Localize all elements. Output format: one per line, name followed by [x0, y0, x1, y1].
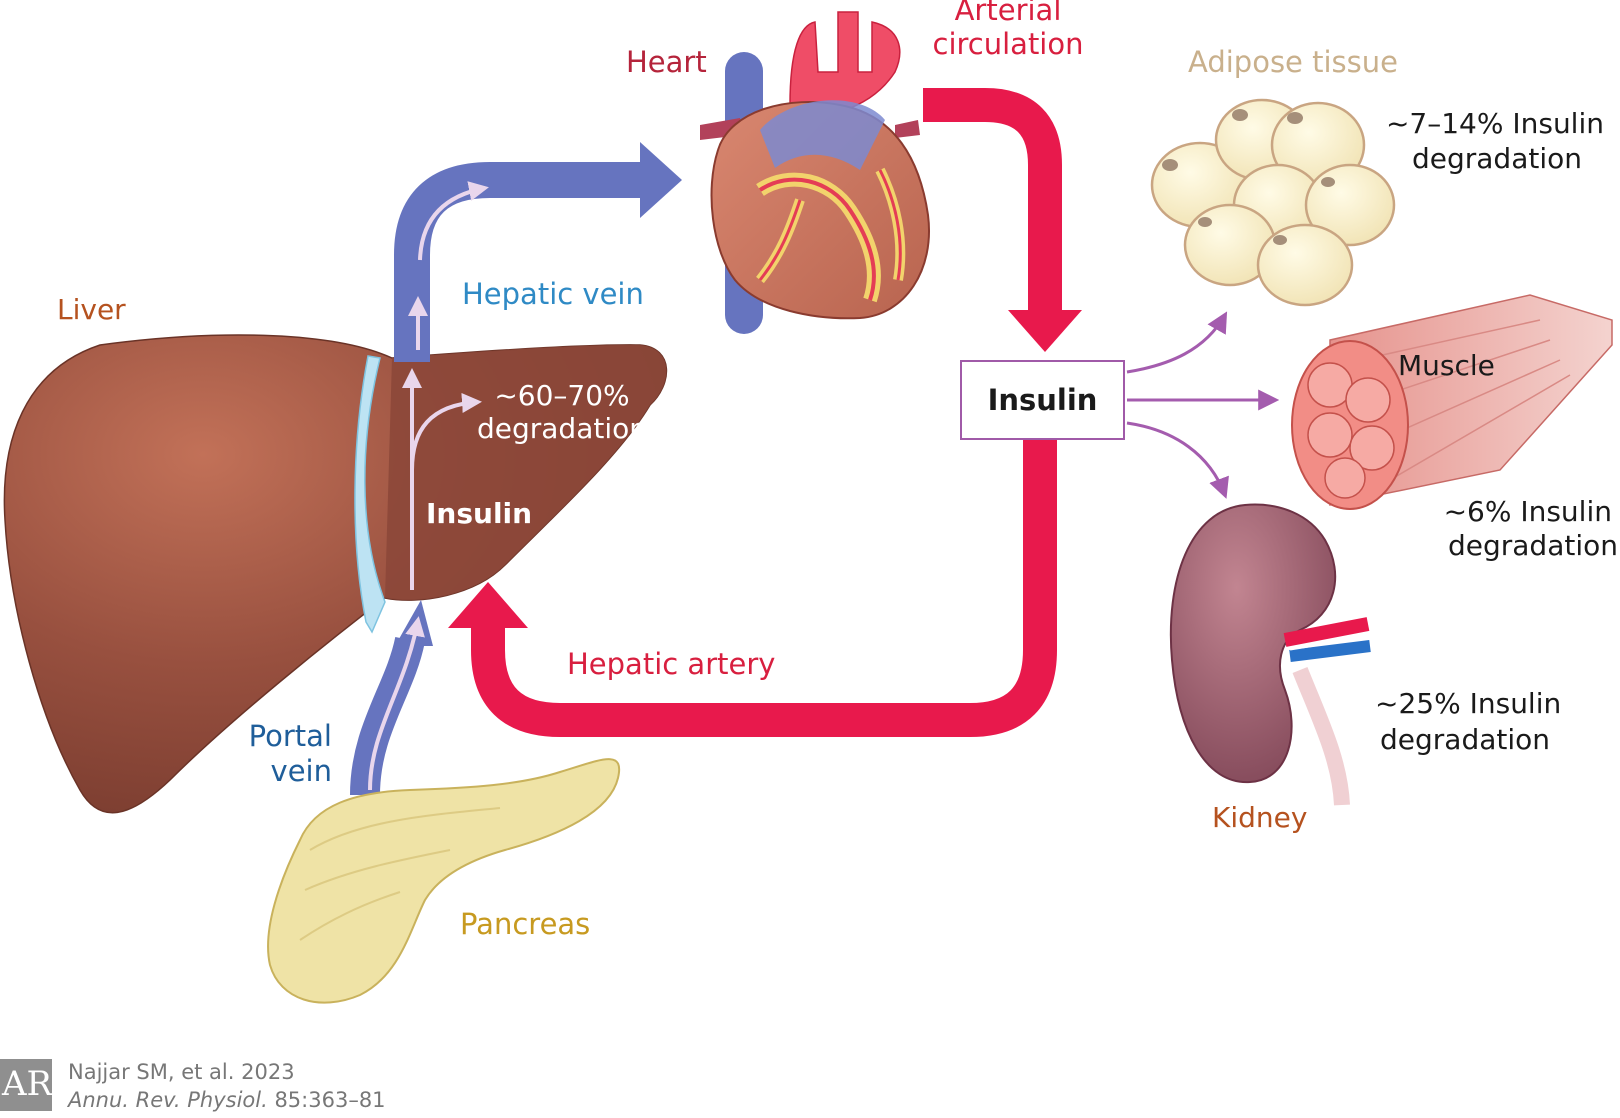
citation-volume-pages: 85:363–81 [267, 1088, 386, 1112]
portal-vein-flow [350, 636, 425, 796]
arterial-circulation-label-line2: circulation [932, 27, 1084, 61]
kidney-degradation-line1: ~25% Insulin [1375, 687, 1562, 720]
arterial-arrowhead-down [1008, 310, 1082, 352]
insulin-trace-hepatic-vein-2 [418, 181, 489, 261]
hepatic-vein-label: Hepatic vein [462, 277, 644, 311]
hepatic-artery-arrowhead [448, 582, 528, 628]
kidney-illustration [1169, 503, 1371, 806]
annual-reviews-logo-letters: AR [2, 1064, 53, 1104]
heart-illustration [700, 11, 930, 334]
citation-journal: Annu. Rev. Physiol. 85:363–81 [68, 1088, 386, 1112]
pancreas-shape [267, 758, 621, 1004]
adipose-illustration [1150, 98, 1396, 307]
liver-label: Liver [57, 293, 126, 326]
kidney-label: Kidney [1212, 801, 1308, 834]
kidney-degradation-line2: degradation [1380, 723, 1551, 756]
portal-vein-label-line2: vein [270, 754, 332, 788]
heart-label: Heart [626, 45, 707, 79]
portal-vein-label-line1: Portal [248, 719, 332, 753]
hepatic-vein-flow [394, 162, 645, 362]
muscle-degradation-line1: ~6% Insulin [1443, 495, 1612, 528]
liver-right-lobe-shade [385, 344, 667, 601]
citation-journal-name: Annu. Rev. Physiol. [68, 1088, 268, 1112]
adipose-degradation-line1: ~7–14% Insulin [1385, 107, 1604, 140]
citation-authors: Najjar SM, et al. 2023 [68, 1060, 295, 1084]
liver-degradation-line2: degradation [476, 412, 647, 445]
insulin-trace-degradation [410, 393, 482, 471]
liver-ligament [354, 355, 386, 634]
arterial-flow-to-insulin [923, 88, 1062, 310]
hepatic-vein-arrowhead [640, 142, 682, 218]
annual-reviews-logo: AR [0, 1059, 52, 1111]
insulin-trace-portal [368, 616, 425, 791]
adipose-tissue-label: Adipose tissue [1188, 45, 1398, 79]
liver-insulin-label: Insulin [426, 497, 533, 530]
arterial-circulation-label-line1: Arterial [954, 0, 1062, 27]
muscle-illustration [1291, 294, 1613, 510]
hepatic-artery-label: Hepatic artery [567, 647, 776, 681]
arrow-to-adipose [1126, 311, 1228, 374]
muscle-label: Muscle [1398, 349, 1495, 382]
muscle-degradation-line2: degradation [1447, 529, 1618, 562]
pancreas-texture [299, 807, 501, 941]
liver-degradation-line1: ~60–70% [494, 379, 630, 412]
arrow-to-kidney [1126, 421, 1229, 499]
hepatic-artery-flow [471, 440, 1057, 737]
pancreas-label: Pancreas [460, 907, 591, 941]
insulin-box: Insulin [960, 360, 1125, 440]
adipose-degradation-line2: degradation [1411, 142, 1582, 175]
